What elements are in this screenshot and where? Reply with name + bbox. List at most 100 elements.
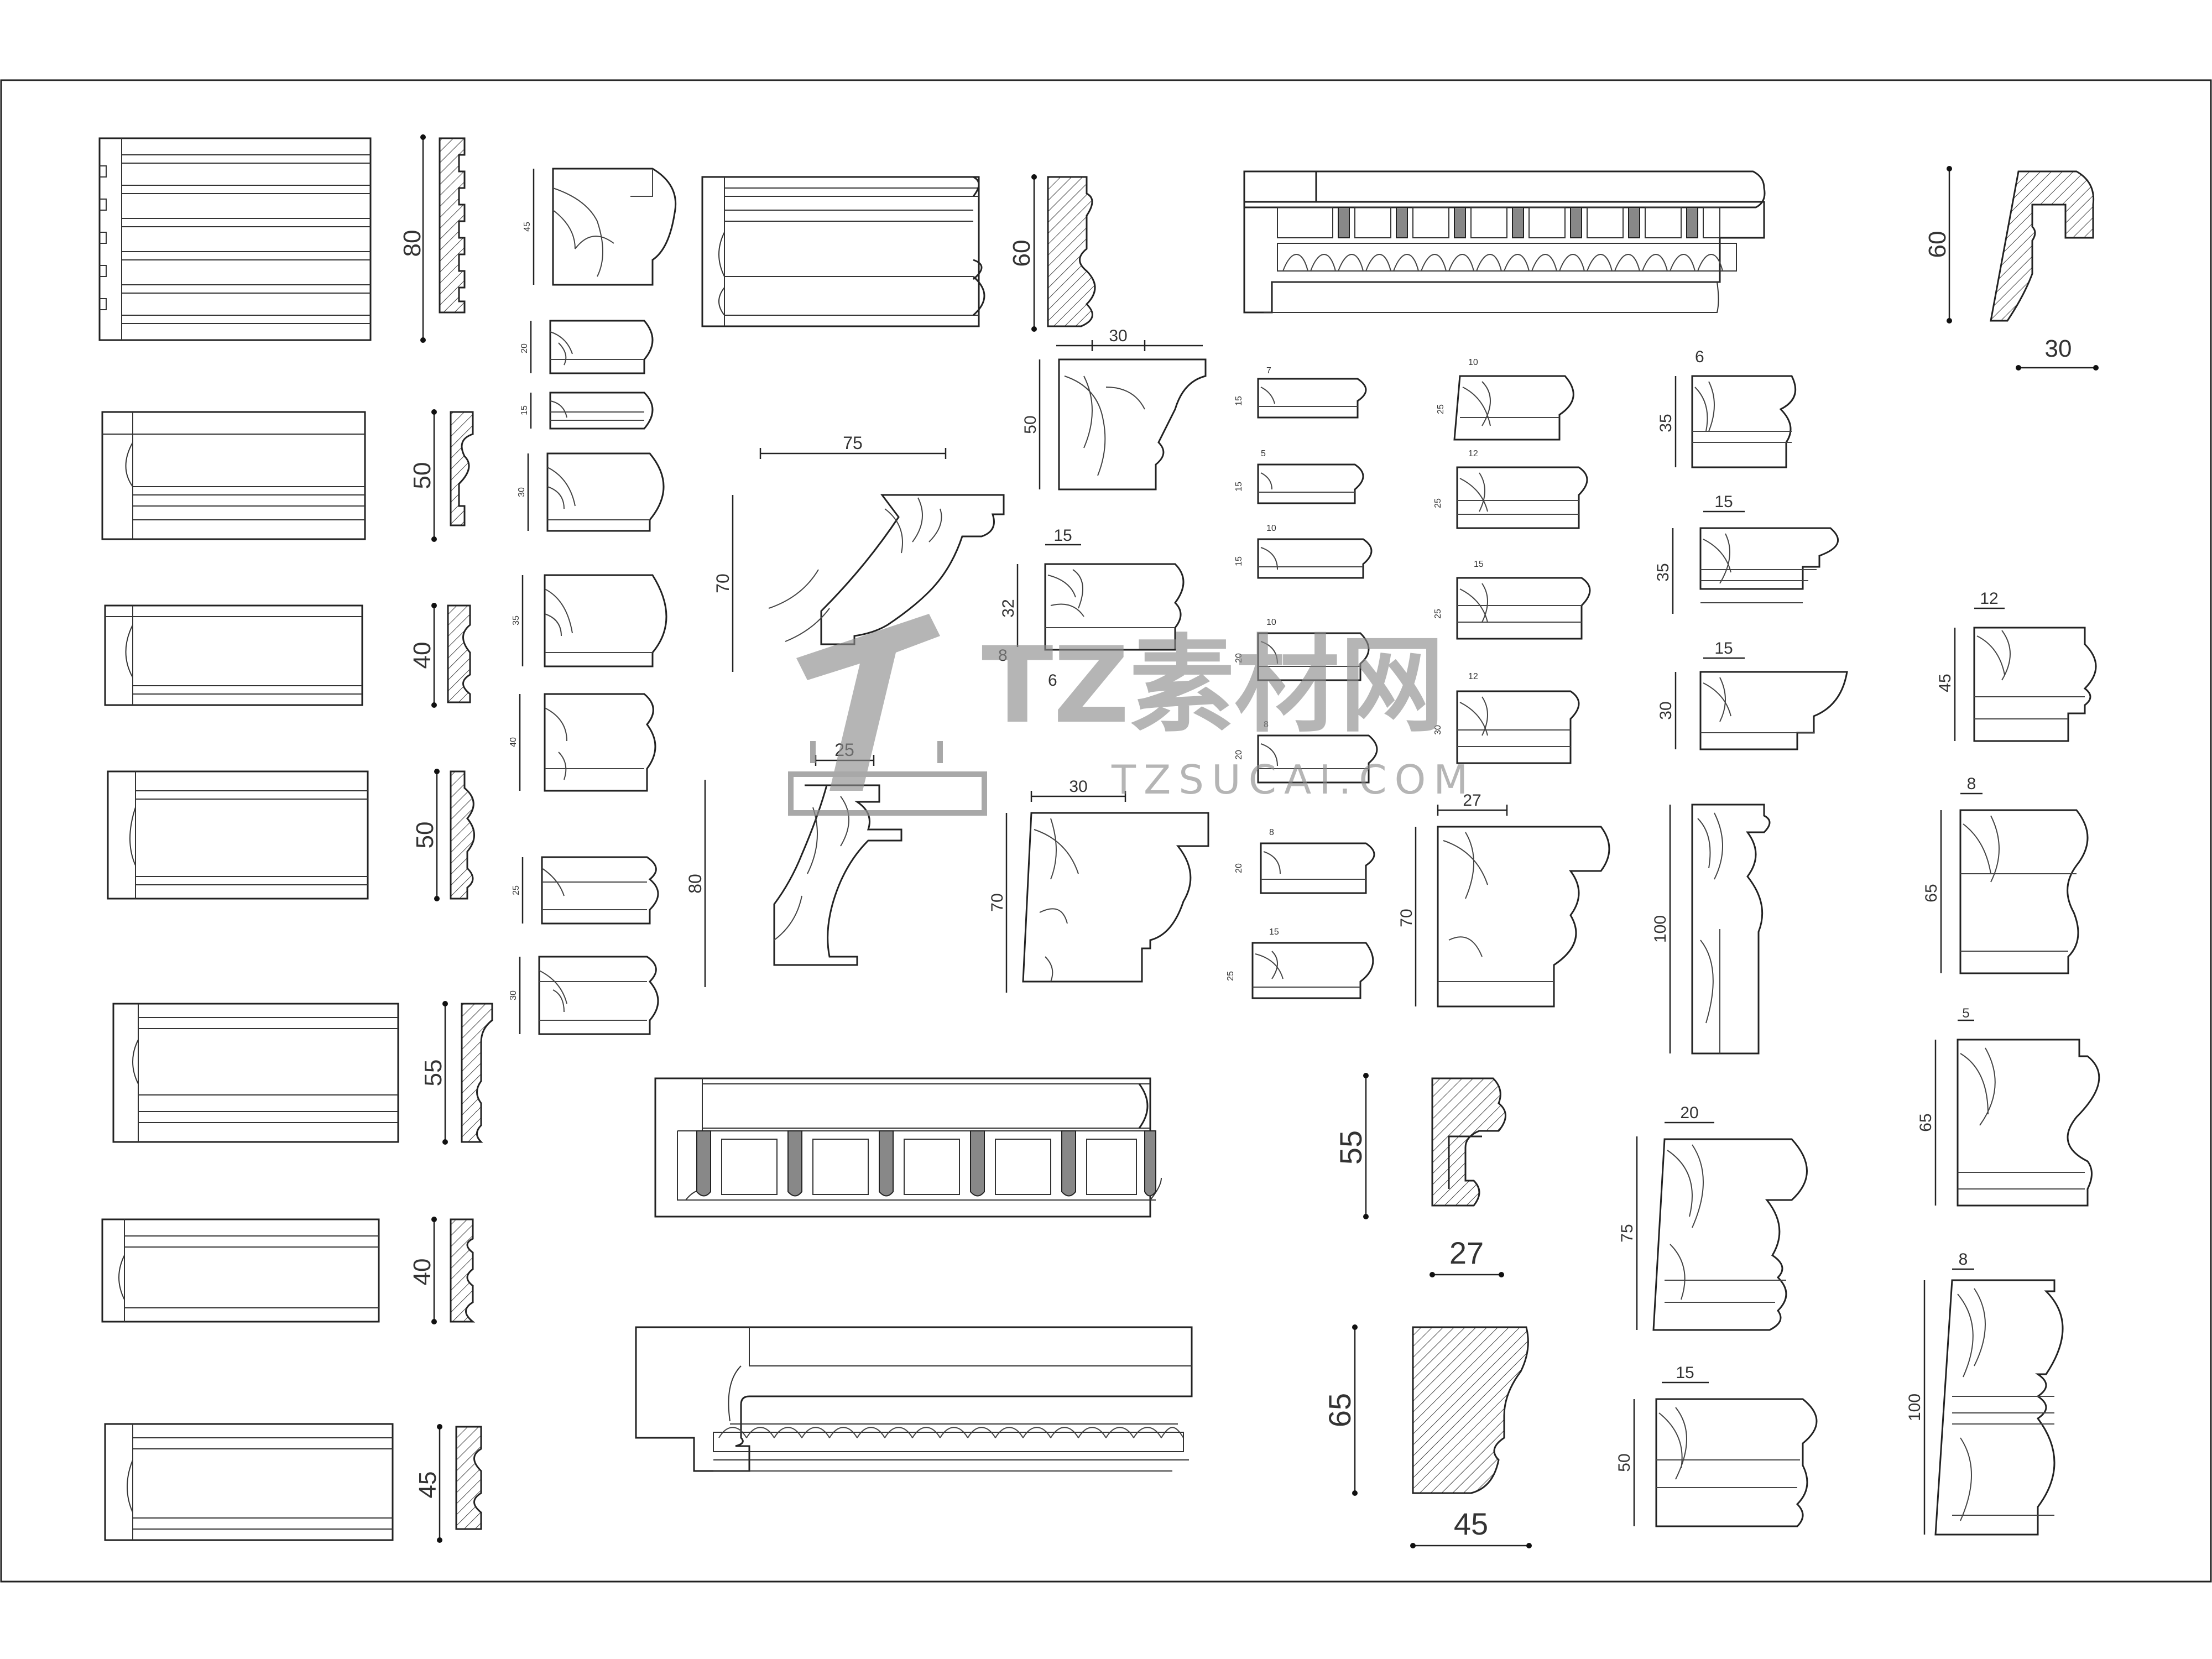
dim-label-r-8b: 8 [1959, 1250, 1968, 1269]
dim-label-v-75: 75 [1618, 1224, 1636, 1242]
dentil-cornice-top [1243, 170, 1766, 314]
rope-pattern [713, 1427, 1184, 1452]
molding-elevation-5 [112, 1003, 399, 1143]
dimension-c1-6: 40 [409, 1217, 437, 1324]
molding-section-5 [461, 1003, 493, 1143]
dim-label-r-100: 100 [1906, 1394, 1924, 1421]
dim-label-d-32: 32 [999, 599, 1018, 617]
dentil-row [1277, 207, 1720, 238]
dim-label-d-15: 15 [1053, 526, 1072, 545]
dim-label-c2-40: 40 [509, 737, 518, 747]
molding-elevation-6 [101, 1218, 380, 1323]
molding-section-2 [450, 411, 474, 526]
dim-label-40b: 40 [409, 1259, 436, 1286]
dim-label-d-70: 70 [988, 893, 1006, 911]
profile-b-1: 55 27 [1333, 1073, 1506, 1277]
dim-label-t-12b: 12 [1468, 672, 1478, 681]
dim-label-b-45: 45 [1454, 1506, 1488, 1541]
profile-r-1: 60 30 [1924, 166, 2099, 371]
dimension-c1-2: 50 [409, 409, 437, 542]
watermark: TZ素材网 TZSUCAI.COM [788, 614, 1475, 816]
dim-label-40: 40 [409, 642, 436, 669]
dim-label-s-7: 7 [1266, 366, 1271, 375]
profile-s-4: 10 20 [1234, 618, 1370, 681]
watermark-logo-icon [788, 614, 987, 816]
profile-s-5: 8 20 [1234, 720, 1378, 784]
profile-v-1: 20 75 [1618, 1104, 1808, 1331]
dim-label-s-15a: 15 [1234, 396, 1244, 406]
dim-label-c2-25: 25 [512, 885, 521, 895]
dim-label-45: 45 [414, 1472, 441, 1499]
molding-section-6 [450, 1218, 476, 1323]
dim-label-r-65b: 65 [1917, 1113, 1935, 1131]
profile-t-4: 12 30 [1433, 672, 1580, 764]
profile-s-6: 8 20 [1234, 828, 1375, 894]
dimension-c1-1: 80 [399, 134, 426, 343]
dim-label-u-35b: 35 [1654, 563, 1672, 581]
dim-label-b-55: 55 [1333, 1130, 1368, 1165]
rope-cornice-elevation [635, 1326, 1193, 1472]
dim-label-s-15c: 15 [1234, 556, 1244, 566]
profile-s-1: 7 15 [1234, 366, 1367, 419]
profile-c2-5: 35 [512, 574, 667, 667]
dim-label-r-5: 5 [1962, 1006, 1969, 1021]
dim-label-t-70: 70 [1397, 909, 1416, 927]
profile-s-2: 5 15 [1234, 449, 1364, 504]
molding-section-3 [447, 604, 471, 703]
profile-u-3: 15 30 [1657, 639, 1848, 750]
dimension-c1-7: 45 [414, 1424, 442, 1543]
dim-label-r-60: 60 [1924, 231, 1951, 258]
profile-c2-7: 25 [512, 856, 659, 925]
dim-label-s-8a: 8 [1264, 720, 1269, 729]
dim-label-t-25c: 25 [1433, 609, 1443, 619]
profile-c2-3: 15 [520, 392, 654, 430]
dimension-c1-5: 55 [420, 1001, 448, 1145]
dentil-frieze-elevation [654, 1077, 1162, 1218]
dim-label-s-5: 5 [1261, 449, 1266, 458]
dim-label-r-65a: 65 [1922, 884, 1940, 902]
dim-label-v-15: 15 [1676, 1364, 1694, 1382]
dim-label-c2-20: 20 [520, 343, 529, 353]
dim-label-u-100: 100 [1651, 915, 1670, 943]
dim-label-c2-30b: 30 [509, 990, 518, 1000]
profile-s-7: 15 25 [1226, 927, 1374, 999]
watermark-url: TZSUCAI.COM [1111, 757, 1475, 803]
profile-u-4: 100 [1651, 804, 1771, 1055]
profile-d-3: 30 70 [988, 778, 1209, 993]
dim-label-d-30b: 30 [1069, 778, 1087, 796]
dim-label-b-27: 27 [1449, 1235, 1484, 1270]
profile-r-4: 5 65 [1917, 1006, 2100, 1207]
molding-elevation-2 [101, 411, 366, 540]
dim-label-s-15b: 15 [1234, 482, 1244, 492]
profile-v-2: 15 50 [1615, 1364, 1818, 1527]
dimension-mid-60: 60 [1008, 174, 1037, 332]
dimension-c1-3: 40 [409, 603, 437, 708]
dim-label-50b: 50 [411, 822, 439, 849]
dimension-c1-4: 50 [411, 769, 440, 901]
dim-label-t-27: 27 [1463, 791, 1481, 810]
molding-section-4 [450, 770, 475, 900]
dim-label-t-12a: 12 [1468, 449, 1478, 458]
dim-label-u-15b: 15 [1714, 639, 1733, 658]
dim-label-r-30: 30 [2045, 335, 2072, 362]
profile-t-3: 15 25 [1433, 560, 1591, 640]
watermark-brand: TZ素材网 [982, 624, 1444, 747]
profile-t-5: 27 70 [1397, 791, 1610, 1008]
dim-label-d-50: 50 [1021, 415, 1040, 434]
dim-label-s-20b: 20 [1234, 750, 1244, 760]
dim-label-r-8a: 8 [1967, 775, 1976, 793]
profile-r-2: 12 45 [1936, 589, 2097, 742]
dim-label-s-10a: 10 [1266, 524, 1276, 533]
profile-c2-8: 30 [509, 956, 659, 1035]
dim-label-mid-80: 80 [685, 874, 705, 894]
profile-u-2: 15 35 [1654, 493, 1839, 614]
dim-label-v-50: 50 [1615, 1453, 1634, 1472]
crown-molding-large: 75 70 [713, 433, 1005, 672]
molding-elevation-4 [107, 770, 369, 900]
rope-row-top [1277, 243, 1737, 272]
dim-label-d-8: 8 [998, 646, 1008, 665]
dim-label-u-35a: 35 [1657, 414, 1675, 432]
dim-label-r-45: 45 [1936, 674, 1954, 692]
profile-t-1: 10 25 [1436, 358, 1574, 441]
